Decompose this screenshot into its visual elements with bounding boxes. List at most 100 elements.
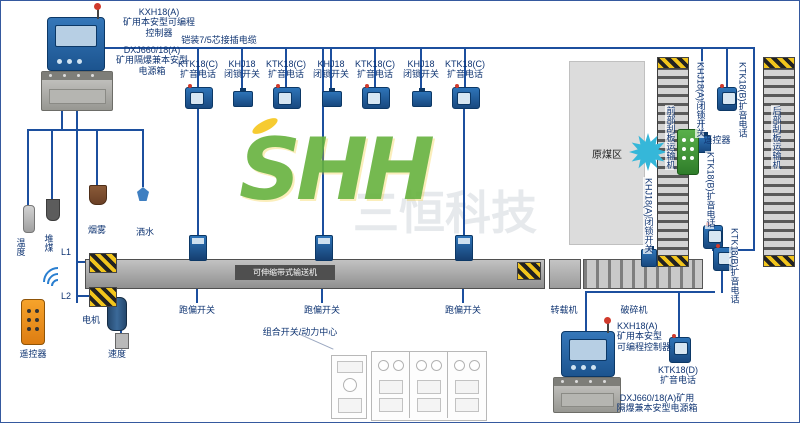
transfer-machine — [549, 259, 581, 289]
cable-segment — [463, 107, 465, 259]
controller-screen — [569, 339, 607, 361]
plc-controller-2-label: KXH18(A) 矿用本安型 可编程控制器 — [617, 321, 672, 352]
loudspeaker-phone — [717, 84, 737, 111]
cable-segment — [464, 47, 466, 87]
belt-station — [315, 235, 333, 261]
phone-label: KTK18(C) 扩音电话 — [354, 59, 395, 80]
front-conveyor-label: 前部刮板运输机 — [665, 105, 676, 170]
phone-label: KTK18(B)扩音电话 — [705, 151, 716, 229]
cable-segment — [76, 109, 78, 303]
smoke-sensor — [89, 185, 107, 205]
conveyor-cap — [657, 255, 689, 267]
loudspeaker-phone — [362, 84, 390, 109]
phone-d-label: KTK18(D) 扩音电话 — [657, 365, 698, 386]
lock-switch-label: KHJ18(A)闭锁开关 — [695, 61, 706, 139]
cable-segment — [330, 47, 332, 91]
coal-pile-label: 堆煤 — [43, 233, 54, 253]
plc-controller-label: KXH18(A) 矿用本安型可编程 控制器 — [122, 7, 195, 38]
cable-segment — [61, 109, 63, 129]
power-box-plate — [49, 89, 106, 104]
remote-control-green — [677, 129, 699, 175]
power-box-top — [554, 378, 620, 386]
cable-segment — [285, 47, 287, 87]
speed-label: 速度 — [107, 349, 126, 359]
cable-segment — [142, 129, 144, 187]
combo-switch-label: 组合开关/动力中心 — [262, 327, 338, 337]
plc-controller-2 — [561, 331, 615, 377]
belt-station — [189, 235, 207, 261]
lock-switch-label: KHJ18 闭锁开关 — [312, 59, 349, 80]
lock-switch — [322, 88, 342, 107]
smoke-label: 烟雾 — [87, 225, 106, 235]
cable-segment — [27, 129, 29, 207]
belt-station — [455, 235, 473, 261]
conveyor-cap — [763, 57, 795, 69]
temperature-label: 温度 — [15, 237, 26, 257]
cable-segment — [103, 47, 755, 49]
company-watermark: 三恒科技 — [353, 187, 537, 239]
conveyor-cap — [763, 255, 795, 267]
shh-logo-watermark: SHH — [239, 120, 435, 220]
cable-segment — [76, 261, 90, 263]
cable-segment — [76, 295, 90, 297]
cable-segment — [721, 269, 723, 293]
antenna-tip — [94, 3, 101, 10]
lock-switch-label: KHJ18 闭锁开关 — [402, 59, 439, 80]
cable-segment — [197, 47, 199, 87]
conveyor-cap — [657, 57, 689, 69]
remote-label: 遥控器 — [19, 349, 47, 359]
antenna-tip — [604, 317, 611, 324]
cable-segment — [28, 129, 144, 131]
remote-control — [21, 299, 45, 345]
loudspeaker-phone — [185, 84, 213, 109]
hazard-box-l2 — [89, 287, 117, 307]
cable-segment — [322, 47, 324, 259]
power-box-top — [42, 72, 112, 80]
cable-segment — [678, 291, 680, 337]
rear-conveyor-label: 后部刮板运输机 — [771, 105, 782, 170]
cabinet-panel-row — [371, 351, 487, 421]
phone-label: KTK18(C) 扩音电话 — [177, 59, 218, 80]
cable-segment — [96, 129, 98, 187]
controller-screen — [55, 25, 97, 47]
cable-segment — [197, 107, 199, 259]
power-box-2-label: DXJ660/18(A)矿用 隔爆兼本安型电源箱 — [616, 393, 698, 414]
power-box-label: DXJ660/18(A) 矿用隔爆兼本安型 电源箱 — [115, 45, 188, 76]
l2-label: L2 — [60, 291, 71, 301]
plc-controller — [47, 17, 105, 71]
cable-segment — [196, 287, 198, 303]
cable-segment — [753, 47, 755, 251]
phone-label: KTK18(B)扩音电话 — [737, 61, 748, 139]
loudspeaker-phone — [452, 84, 480, 109]
deviation-switch-label: 跑偏开关 — [303, 305, 340, 315]
power-supply-box-2 — [553, 377, 621, 413]
lock-switch — [233, 88, 253, 107]
loudspeaker-phone — [713, 244, 733, 271]
power-center-cabinet — [325, 347, 489, 421]
antenna — [607, 322, 609, 333]
loudspeaker-phone — [273, 84, 301, 109]
remote-label: 遥控器 — [703, 135, 731, 145]
phone-label: KTK18(C) 扩音电话 — [265, 59, 306, 80]
cable-segment — [585, 291, 587, 331]
spray-label: 洒水 — [135, 227, 154, 237]
cable-segment — [374, 47, 376, 87]
deviation-switch-label: 跑偏开关 — [178, 305, 215, 315]
cable-segment — [321, 287, 323, 303]
cable-label: 铠装7/5芯接插电缆 — [181, 35, 257, 45]
spray-nozzle — [137, 187, 149, 201]
cable-segment — [420, 47, 422, 91]
transfer-label: 转载机 — [550, 305, 578, 315]
power-box-plate — [560, 393, 615, 407]
motor-label: 电机 — [81, 315, 100, 325]
lock-switch-label: KHJ18(A)闭锁开关 — [643, 177, 654, 255]
power-supply-box — [41, 71, 113, 111]
controller-buttons — [57, 59, 62, 64]
cable-segment — [462, 287, 464, 303]
lock-switch-label: KHJ18 闭锁开关 — [223, 59, 260, 80]
cabinet-panel — [331, 355, 367, 419]
controller-buttons — [571, 365, 576, 370]
cable-segment — [241, 47, 243, 91]
hazard-box-belt-end — [517, 262, 541, 280]
